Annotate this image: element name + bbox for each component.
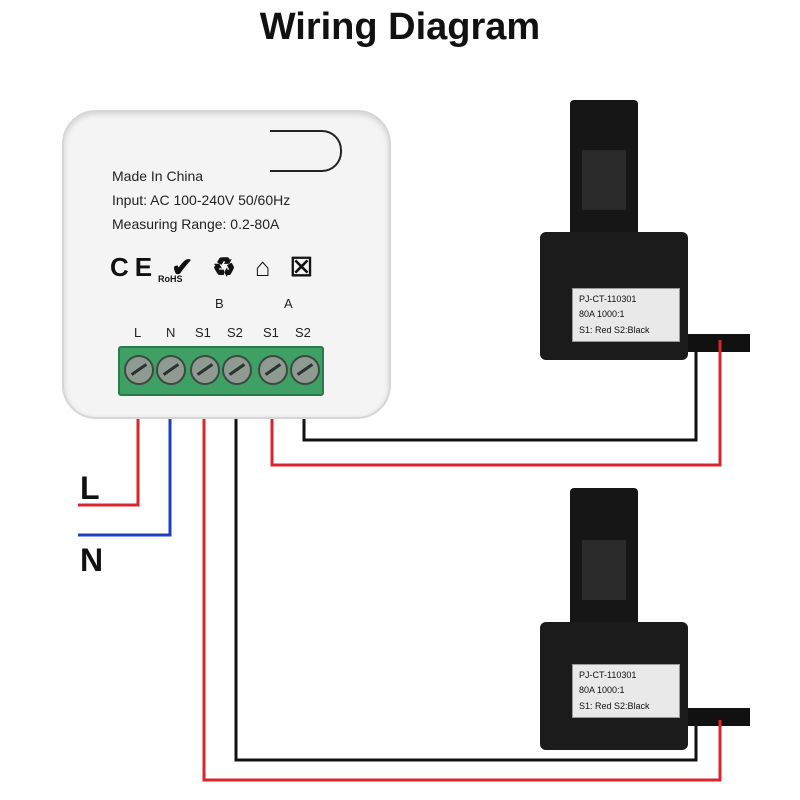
mains-neutral-wire	[78, 415, 172, 537]
ct-top-wires: S1: Red S2:Black	[579, 324, 650, 335]
terminal-label-a-s2: S2	[295, 325, 311, 340]
ct-bottom-label: PJ-CT-110301 80A 1000:1 S1: Red S2:Black	[572, 664, 680, 718]
terminal-screw-n	[156, 355, 186, 385]
group-label-b: B	[215, 296, 224, 311]
terminal-screw-b-s2	[222, 355, 252, 385]
diagram-title: Wiring Diagram	[259, 6, 541, 48]
terminal-label-b-s2: S2	[227, 325, 243, 340]
terminal-label-n: N	[166, 325, 176, 340]
ct-top-label: PJ-CT-110301 80A 1000:1 S1: Red S2:Black	[572, 288, 680, 342]
info-input: Input: AC 100-240V 50/60Hz	[112, 192, 291, 208]
terminal-screw-a-s2	[290, 355, 320, 385]
terminal-screw-l	[124, 355, 154, 385]
terminal-screw-b-s1	[190, 355, 220, 385]
group-label-a: A	[284, 296, 293, 311]
ct-bottom-wires: S1: Red S2:Black	[579, 700, 650, 711]
rohs-label: RoHS	[158, 274, 183, 284]
ct-top-rating: 80A 1000:1	[579, 309, 625, 320]
ct-bottom-s2-wire	[234, 415, 698, 762]
certification-icons: CE ✔ ♻ ⌂ ☒	[110, 252, 320, 282]
mains-label-n: N	[80, 542, 104, 578]
terminal-screw-a-s1	[258, 355, 288, 385]
ct-sensor-bottom	[540, 488, 750, 750]
ct-bottom-rating: 80A 1000:1	[579, 685, 625, 696]
ct-bottom-model: PJ-CT-110301	[579, 670, 637, 680]
ct-top-s1-wire	[270, 340, 722, 467]
info-made-in: Made In China	[112, 168, 204, 184]
ct-top-model: PJ-CT-110301	[579, 294, 637, 304]
terminal-label-l: L	[134, 325, 142, 340]
mains-label-l: L	[80, 470, 100, 506]
info-measuring-range: Measuring Range: 0.2-80A	[112, 216, 280, 232]
ct-top-s2-wire	[302, 345, 698, 442]
terminal-label-a-s1: S1	[263, 325, 279, 340]
terminal-label-b-s1: S1	[195, 325, 211, 340]
ct-bottom-s1-wire	[202, 415, 722, 782]
mains-live-wire	[78, 415, 140, 507]
button-icon	[270, 130, 342, 172]
